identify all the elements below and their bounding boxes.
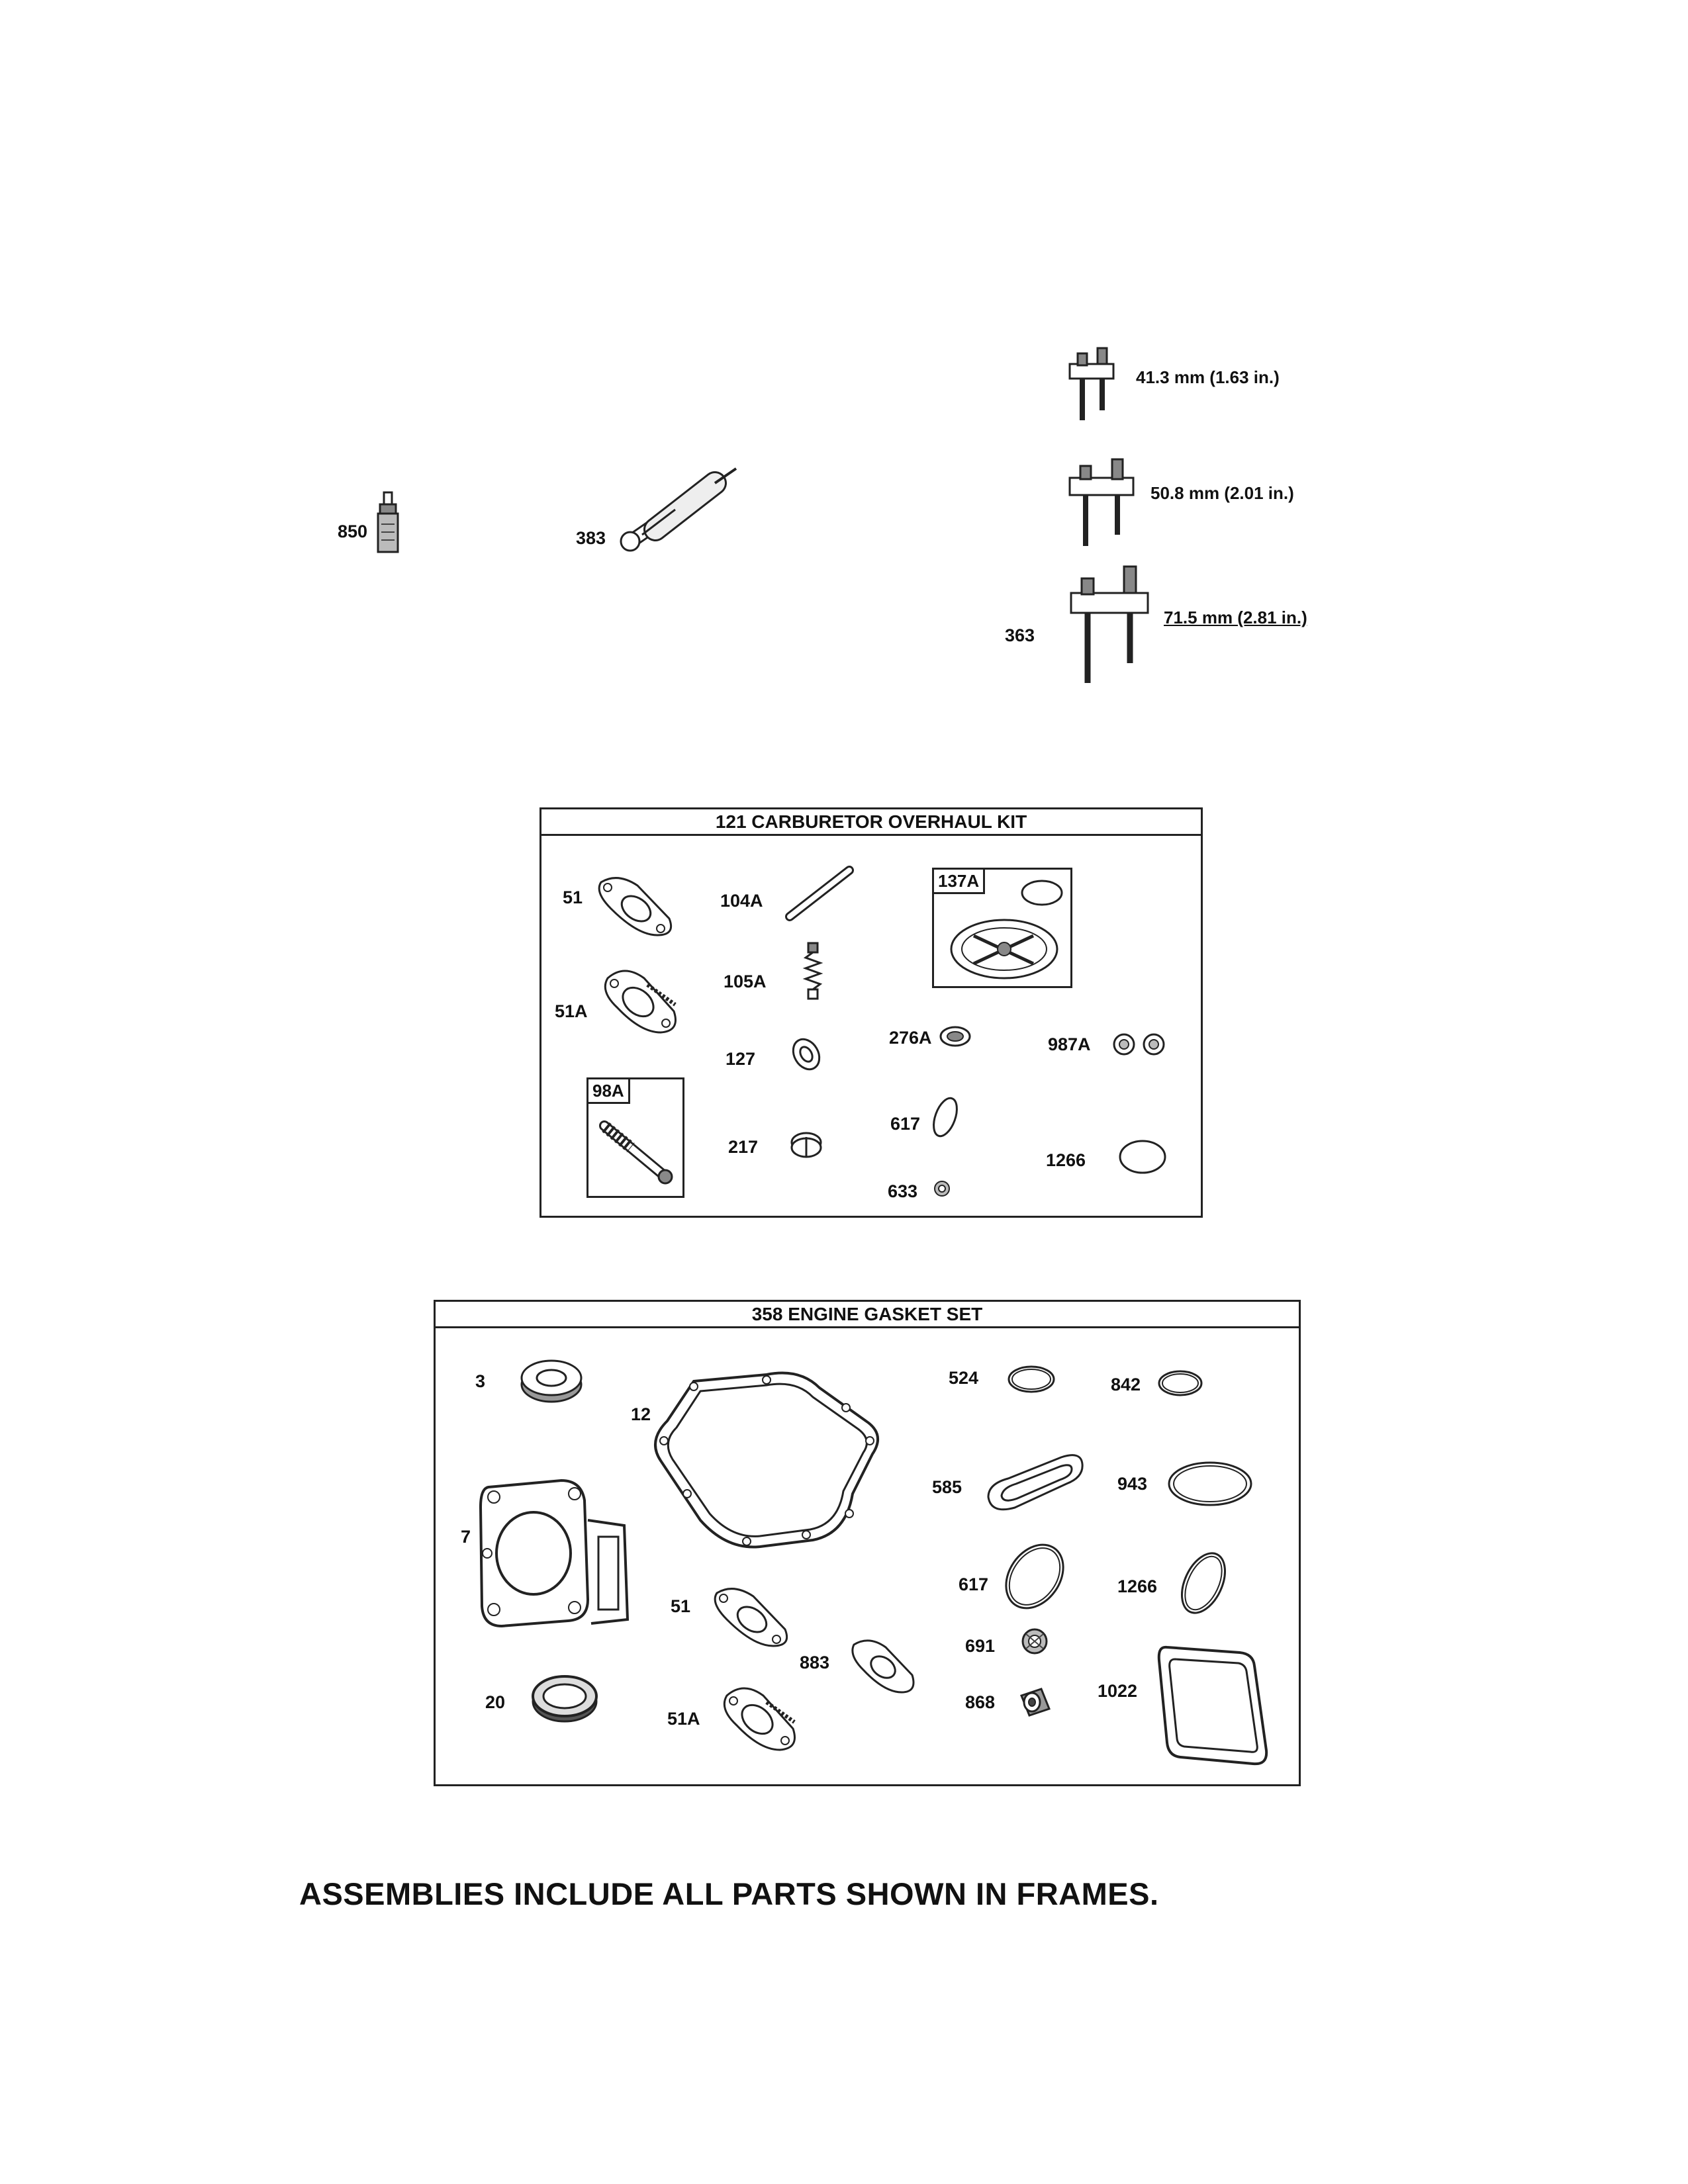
carb-gasket-51-icon bbox=[598, 877, 673, 936]
oring-617-gasket-icon bbox=[1005, 1543, 1064, 1610]
oil-seal-20-icon bbox=[532, 1675, 598, 1723]
label-633: 633 bbox=[888, 1181, 918, 1201]
label-868: 868 bbox=[965, 1692, 996, 1712]
label-883: 883 bbox=[800, 1653, 830, 1672]
oring-1266-gasket-icon bbox=[1181, 1552, 1226, 1614]
pin-104a-icon bbox=[785, 866, 854, 921]
intake-gasket-51a-icon bbox=[723, 1687, 796, 1751]
label-691: 691 bbox=[965, 1636, 996, 1656]
diaphragm-137a-icon bbox=[950, 919, 1058, 979]
dimension-50-8mm: 50.8 mm (2.01 in.) bbox=[1150, 483, 1294, 503]
assemblies-note: ASSEMBLIES INCLUDE ALL PARTS SHOWN IN FR… bbox=[299, 1876, 1159, 1911]
oring-524-icon bbox=[1008, 1365, 1055, 1393]
carb-gasket-51a-icon bbox=[604, 970, 677, 1034]
label-7: 7 bbox=[461, 1527, 471, 1547]
label-842: 842 bbox=[1111, 1375, 1141, 1394]
gasket-585-icon bbox=[987, 1454, 1084, 1511]
washer-127-icon bbox=[792, 1038, 821, 1071]
rocker-bracket-large-icon bbox=[1070, 565, 1149, 683]
label-617: 617 bbox=[890, 1114, 921, 1134]
sub-kit-98a-frame: 98A bbox=[586, 1077, 684, 1198]
cylinder-head-gasket-7-icon bbox=[479, 1479, 630, 1628]
label-850: 850 bbox=[338, 522, 368, 541]
label-127: 127 bbox=[726, 1049, 756, 1069]
dimension-41-3mm: 41.3 mm (1.63 in.) bbox=[1136, 367, 1280, 387]
carburetor-overhaul-kit-frame: 121 CARBURETOR OVERHAUL KIT 51 51A 98A 1… bbox=[539, 807, 1203, 1218]
oring-137a-icon bbox=[1021, 880, 1063, 906]
seal-633-icon bbox=[934, 1181, 950, 1197]
label-98a: 98A bbox=[586, 1077, 630, 1104]
label-276a: 276A bbox=[889, 1028, 932, 1048]
dimension-71-5mm: 71.5 mm (2.81 in.) bbox=[1164, 608, 1307, 627]
oring-842-icon bbox=[1158, 1370, 1203, 1396]
label-1266-gasket: 1266 bbox=[1117, 1576, 1158, 1596]
spark-tester-tool-icon bbox=[620, 467, 737, 552]
rocker-bracket-medium-icon bbox=[1068, 458, 1135, 546]
needle-valve-98a-icon bbox=[599, 1120, 673, 1185]
label-104a: 104A bbox=[720, 891, 763, 911]
label-363: 363 bbox=[1005, 625, 1035, 645]
label-524: 524 bbox=[949, 1368, 979, 1388]
crankcase-gasket-12-icon bbox=[654, 1371, 879, 1549]
oil-seal-3-icon bbox=[520, 1359, 583, 1403]
oring-943-icon bbox=[1168, 1461, 1252, 1506]
seal-276a-icon bbox=[939, 1026, 971, 1047]
gasket-883-icon bbox=[851, 1639, 915, 1694]
valve-seal-868-icon bbox=[1020, 1688, 1051, 1717]
sub-kit-137a-frame: 137A bbox=[932, 868, 1072, 988]
sealant-tube-icon bbox=[377, 491, 399, 553]
label-1022: 1022 bbox=[1098, 1681, 1138, 1701]
intake-gasket-51-icon bbox=[714, 1588, 788, 1647]
clip-217-icon bbox=[790, 1132, 822, 1158]
label-51a: 51A bbox=[555, 1001, 588, 1021]
label-943: 943 bbox=[1117, 1474, 1148, 1494]
label-51a-gasket: 51A bbox=[667, 1709, 700, 1729]
oring-1266-icon bbox=[1119, 1140, 1166, 1174]
seals-987a-icon bbox=[1113, 1033, 1165, 1056]
rocker-bracket-small-icon bbox=[1068, 347, 1115, 420]
label-51: 51 bbox=[563, 887, 583, 907]
oring-617-icon bbox=[933, 1097, 958, 1138]
label-105a: 105A bbox=[724, 972, 767, 991]
seal-691-icon bbox=[1021, 1628, 1048, 1655]
label-1266: 1266 bbox=[1046, 1150, 1086, 1170]
label-3: 3 bbox=[475, 1371, 486, 1391]
label-12: 12 bbox=[631, 1404, 651, 1424]
label-617-gasket: 617 bbox=[959, 1574, 989, 1594]
cover-gasket-1022-icon bbox=[1157, 1645, 1268, 1766]
label-987a: 987A bbox=[1048, 1034, 1091, 1054]
label-51-gasket: 51 bbox=[671, 1596, 691, 1616]
engine-gasket-set-frame: 358 ENGINE GASKET SET 3 12 7 20 bbox=[434, 1300, 1301, 1786]
gasket-set-title: 358 ENGINE GASKET SET bbox=[436, 1302, 1299, 1328]
label-137a: 137A bbox=[932, 868, 986, 894]
carburetor-kit-title: 121 CARBURETOR OVERHAUL KIT bbox=[541, 809, 1201, 836]
label-217: 217 bbox=[728, 1137, 759, 1157]
label-585: 585 bbox=[932, 1477, 962, 1497]
spring-105a-icon bbox=[802, 942, 823, 1000]
label-383: 383 bbox=[576, 528, 606, 548]
label-20: 20 bbox=[485, 1692, 506, 1712]
